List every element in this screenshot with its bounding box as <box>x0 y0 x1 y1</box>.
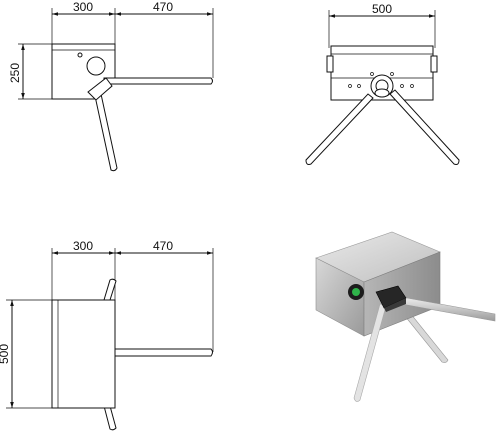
render-indicator-light <box>352 288 360 296</box>
render-arm-down <box>353 303 387 402</box>
arm-horizontal <box>103 77 213 85</box>
dimension-label: 300 <box>73 0 93 14</box>
dimension-label: 250 <box>8 63 22 83</box>
housing-outline <box>51 299 116 409</box>
arm-right <box>389 89 460 165</box>
arm-down <box>94 93 118 172</box>
front-view: 500 <box>305 2 460 165</box>
dimension-label: 300 <box>73 239 93 253</box>
top-view: 300 470 250 <box>8 0 214 172</box>
arm-down <box>103 405 117 431</box>
hub <box>87 77 113 101</box>
dimension-label: 500 <box>0 344 11 364</box>
arm-left <box>305 93 374 165</box>
render-view <box>315 231 496 402</box>
arm-horizontal <box>114 348 213 357</box>
dimension-label: 470 <box>153 0 173 14</box>
indicator-hole <box>86 56 106 76</box>
side-view: 300 470 500 <box>0 239 214 431</box>
dimension-label: 500 <box>372 2 392 16</box>
arm-up <box>103 278 117 301</box>
dimension-label: 470 <box>153 239 173 253</box>
